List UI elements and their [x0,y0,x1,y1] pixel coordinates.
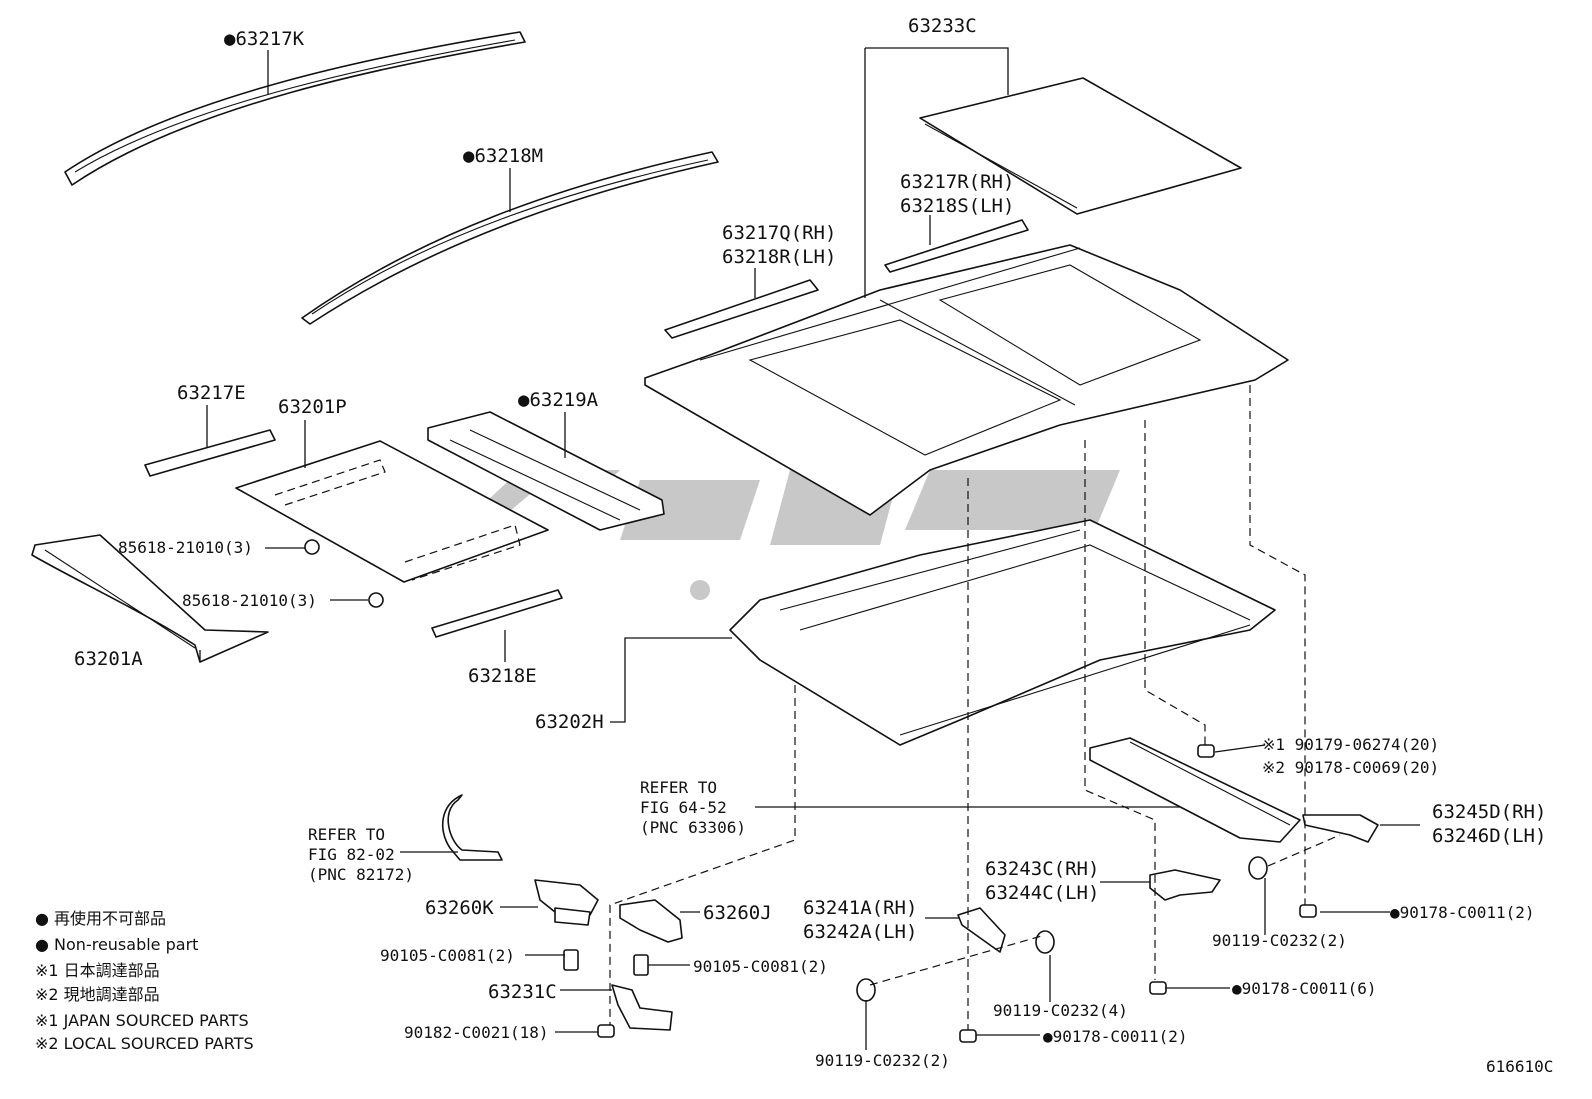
part-63201P-roof-panel [235,440,549,608]
label-63218E: 63218E [468,665,537,687]
label-63219A: ●63219A [518,389,599,411]
label-63241A: 63241A(RH) [803,897,917,919]
part-63218E-strip [431,589,563,638]
part-labels: ●63217K ●63218M 63233C 63217R(RH) 63218S… [74,15,1553,1076]
label-85618-a: 85618-21010(3) [118,538,253,557]
label-90178-C0069: ※2 90178-C0069(20) [1262,758,1439,777]
label-90179: ※1 90179-06274(20) [1262,735,1439,754]
label-90105-b: 90105-C0081(2) [693,957,828,976]
label-90119-C0232-2b: 90119-C0232(2) [815,1051,950,1070]
label-refer-82-02-line1: REFER TO [308,825,385,844]
label-90178-C0011-6: ●90178-C0011(6) [1232,979,1377,998]
label-63218R: 63218R(LH) [722,246,836,268]
label-90119-C0232-4: 90119-C0232(4) [993,1001,1128,1020]
label-refer-82-02-line2: FIG 82-02 [308,845,395,864]
legend-non-reusable-en: ● Non-reusable part [35,935,198,954]
part-63260K-motor [534,879,599,926]
part-63233C-glass [919,77,1242,215]
legend-note1-en: ※1 JAPAN SOURCED PARTS [35,1011,249,1030]
label-90182: 90182-C0021(18) [404,1023,549,1042]
part-63260J-motor [619,899,683,943]
legend: ● 再使用不可部品 ● Non-reusable part ※1 日本調達部品 … [35,909,254,1053]
label-refer-64-52-line3: (PNC 63306) [640,818,746,837]
part-63202H-frame [729,519,1276,746]
legend-note2-jp: ※2 現地調達部品 [35,985,160,1004]
label-63201P: 63201P [278,396,347,418]
legend-note1-jp: ※1 日本調達部品 [35,961,160,980]
label-63217R: 63217R(RH) [900,171,1014,193]
part-sunshade-roller [1089,737,1301,843]
legend-non-reusable-jp: ● 再使用不可部品 [35,909,166,928]
label-63217K: ●63217K [224,28,305,50]
legend-note2-en: ※2 LOCAL SOURCED PARTS [35,1034,254,1053]
label-85618-b: 85618-21010(3) [182,591,317,610]
part-roof-frame-upper [644,244,1289,516]
label-63246D: 63246D(LH) [1432,825,1546,847]
part-63201A-front-panel [31,534,269,663]
label-refer-64-52-line1: REFER TO [640,778,717,797]
label-63217E: 63217E [177,382,246,404]
label-63260K: 63260K [425,897,494,919]
part-82172-hose [442,794,503,861]
label-63244C: 63244C(LH) [985,882,1099,904]
label-90178-C0011-2a: ●90178-C0011(2) [1390,903,1535,922]
label-63242A: 63242A(LH) [803,921,917,943]
label-90178-C0011-2b: ●90178-C0011(2) [1043,1027,1188,1046]
label-63201A: 63201A [74,648,143,670]
label-63233C: 63233C [908,15,977,37]
label-refer-64-52-line2: FIG 64-52 [640,798,727,817]
part-63217E-strip [144,429,276,477]
label-63260J: 63260J [703,902,772,924]
part-63217R-strip [884,219,1029,273]
label-63245D: 63245D(RH) [1432,801,1546,823]
dashed-alignment-lines [609,385,1341,1030]
part-63231C-bracket [611,984,673,1031]
part-63217K-rail [64,31,526,186]
part-63217Q-strip [664,279,819,339]
part-63241A-bracket [957,907,1006,953]
label-63243C: 63243C(RH) [985,858,1099,880]
label-63231C: 63231C [488,981,557,1003]
label-63202H: 63202H [535,711,604,733]
part-63245D-arm [1302,814,1379,843]
label-90119-C0232-2a: 90119-C0232(2) [1212,931,1347,950]
label-refer-82-02-line3: (PNC 82172) [308,865,414,884]
label-63218S: 63218S(LH) [900,195,1014,217]
label-90105-a: 90105-C0081(2) [380,946,515,965]
part-63219A-crossmember [427,411,665,531]
part-63243C-bracket [1149,869,1221,901]
label-63218M: ●63218M [463,145,543,167]
part-63218M-rail [301,151,719,325]
label-63217Q: 63217Q(RH) [722,222,836,244]
figure-id: 616610C [1486,1057,1553,1076]
